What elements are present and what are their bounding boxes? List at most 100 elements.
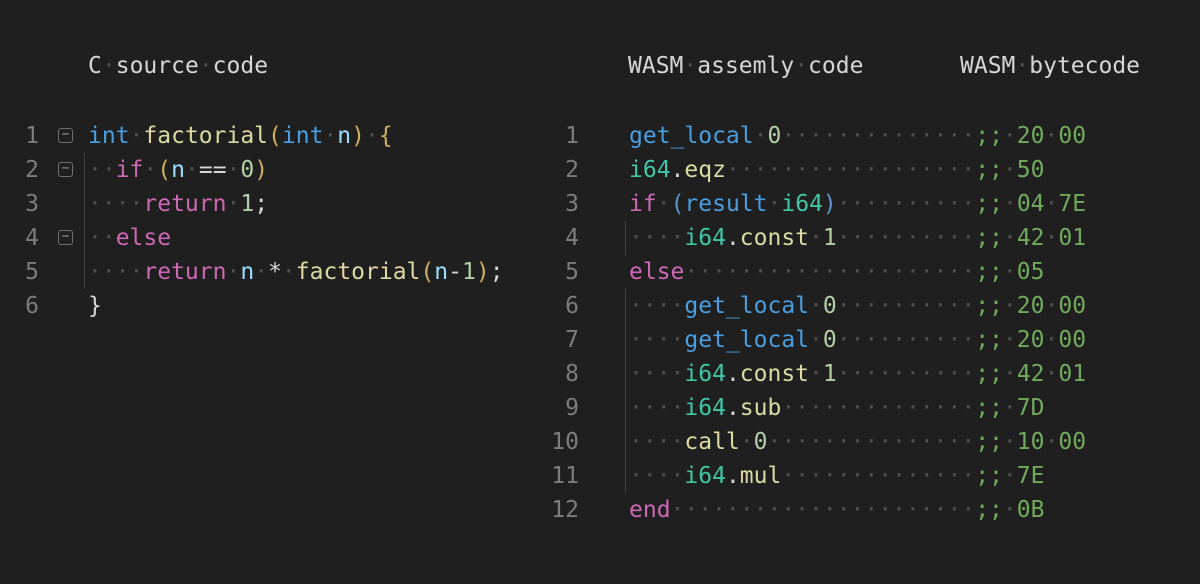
whitespace-dots: ·	[101, 53, 116, 79]
whitespace-dots: ····	[629, 225, 685, 251]
whitespace-dots: ·	[1002, 327, 1017, 353]
code-content: int·factorial(int·n)·{	[88, 119, 393, 153]
whitespace-dots: ··········	[836, 361, 976, 387]
code-token: ;;	[975, 327, 1003, 353]
code-token: ;;	[975, 157, 1003, 183]
code-token: .	[725, 225, 740, 251]
line-number: 7	[565, 327, 579, 353]
whitespace-dots: ···············	[767, 429, 976, 455]
fold-icon[interactable]: −	[58, 128, 73, 143]
code-line[interactable]: 10····call·0···············;;·10·00	[540, 425, 1200, 459]
code-token: WASM	[628, 53, 684, 79]
code-line[interactable]: 6}	[0, 289, 540, 323]
code-token: i64	[684, 361, 726, 387]
code-line[interactable]: 2−··if·(n·==·0)	[0, 153, 540, 187]
code-token: (	[157, 157, 172, 183]
code-line[interactable]: 4−··else	[0, 221, 540, 255]
code-token: get_local	[684, 327, 810, 353]
fold-column	[39, 187, 88, 221]
fold-icon[interactable]: −	[58, 162, 73, 177]
code-token: 42	[1016, 225, 1045, 251]
whitespace-dots: ··········	[836, 293, 976, 319]
line-number: 11	[551, 463, 579, 489]
code-token: ;;	[975, 259, 1003, 285]
whitespace-dots: ·	[809, 361, 823, 387]
code-token: 0	[767, 123, 782, 149]
code-token: ;	[489, 259, 504, 285]
code-line[interactable]: 4····i64.const·1··········;;·42·01	[540, 221, 1200, 255]
code-token: code	[808, 53, 864, 79]
whitespace-dots: ·	[767, 191, 782, 217]
whitespace-dots: ·	[1044, 429, 1059, 455]
code-token: 0B	[1016, 497, 1045, 523]
whitespace-dots: ····	[629, 395, 685, 421]
whitespace-dots: ·	[1044, 361, 1059, 387]
code-line[interactable]: 9····i64.sub··············;;·7D	[540, 391, 1200, 425]
whitespace-dots: ·	[1002, 259, 1017, 285]
code-token: 0	[822, 327, 837, 353]
code-line[interactable]: 7····get_local·0··········;;·20·00	[540, 323, 1200, 357]
code-token: )	[351, 123, 366, 149]
whitespace-dots: ·····················	[684, 259, 976, 285]
code-token: .	[725, 361, 740, 387]
fold-column: −	[39, 221, 88, 255]
fold-icon[interactable]: −	[58, 230, 73, 245]
whitespace-dots: ·	[1015, 53, 1030, 79]
code-line[interactable]: 1−int·factorial(int·n)·{	[0, 119, 540, 153]
whitespace-dots: ····	[629, 293, 685, 319]
whitespace-dots: ·	[1002, 497, 1017, 523]
code-line[interactable]: 6····get_local·0··········;;·20·00	[540, 289, 1200, 323]
code-token: ;;	[975, 361, 1003, 387]
code-line[interactable]: 3····return·1;	[0, 187, 540, 221]
code-line[interactable]: 11····i64.mul··············;;·7E	[540, 459, 1200, 493]
indent-guide	[625, 459, 626, 493]
line-number: 3	[565, 191, 579, 217]
code-token: 00	[1058, 327, 1087, 353]
code-token: (	[420, 259, 435, 285]
code-token: sub	[739, 395, 782, 421]
code-content: get_local·0··············;;·20·00	[629, 119, 1086, 153]
line-number: 10	[551, 429, 579, 455]
code-token: *	[268, 259, 282, 285]
code-line[interactable]: 8····i64.const·1··········;;·42·01	[540, 357, 1200, 391]
code-content: i64.eqz··················;;·50	[629, 153, 1044, 187]
whitespace-dots: ····	[629, 463, 685, 489]
code-token: )	[822, 191, 837, 217]
code-token: code	[212, 53, 269, 79]
indent-guide	[625, 391, 626, 425]
line-number: 9	[565, 395, 579, 421]
whitespace-dots: ··············	[781, 123, 976, 149]
code-token: const	[739, 361, 810, 387]
code-token: get_local	[684, 293, 810, 319]
code-token: ;;	[975, 293, 1003, 319]
code-token: C	[88, 53, 102, 79]
code-token: -	[448, 259, 462, 285]
code-token: ;;	[975, 191, 1003, 217]
line-number: 1	[565, 123, 579, 149]
whitespace-dots: ·	[656, 191, 671, 217]
code-line[interactable]: 1 get_local·0··············;;·20·00	[540, 119, 1200, 153]
code-token: 42	[1016, 361, 1045, 387]
c-source-panel: C·source·code 1−int·factorial(int·n)·{2−…	[0, 0, 540, 584]
code-token: result	[684, 191, 768, 217]
line-number: 5	[25, 259, 39, 285]
code-token: )	[475, 259, 490, 285]
whitespace-dots: ··············	[781, 395, 976, 421]
code-token: 04	[1016, 191, 1045, 217]
code-token: int	[88, 123, 130, 149]
code-token: 00	[1058, 429, 1087, 455]
code-token: (	[268, 123, 282, 149]
whitespace-dots: ····	[88, 191, 144, 217]
code-token: else	[629, 259, 685, 285]
whitespace-dots: ·	[1002, 361, 1017, 387]
code-content: else·····················;;·05	[629, 255, 1044, 289]
code-content: ····return·n·*·factorial(n-1);	[84, 255, 504, 289]
code-line[interactable]: 5 ····return·n·*·factorial(n-1);	[0, 255, 540, 289]
